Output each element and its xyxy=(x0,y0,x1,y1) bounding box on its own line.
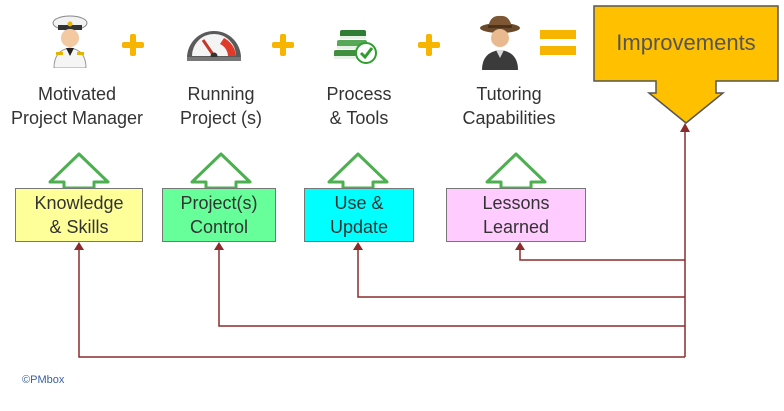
arrowhead-knowledge xyxy=(74,242,84,250)
copyright-text: ©PMbox xyxy=(22,374,65,386)
use-update-box: Use & Update xyxy=(304,188,414,242)
up-arrow-use-update xyxy=(327,152,389,190)
improvements-label: Improvements xyxy=(616,30,756,55)
up-arrow-lessons xyxy=(485,152,547,190)
lessons-learned-box: Lessons Learned xyxy=(446,188,586,242)
feedback-line-knowledge xyxy=(78,244,685,358)
up-arrow-project-control xyxy=(190,152,252,190)
improvements-callout-shape xyxy=(593,5,779,124)
books-check-icon xyxy=(332,20,378,66)
equals-icon xyxy=(540,30,576,56)
arrowhead-use-update xyxy=(353,242,363,250)
up-arrow-knowledge xyxy=(48,152,110,190)
tutoring-capabilities-label: Tutoring Capabilities xyxy=(462,84,556,128)
captain-icon xyxy=(50,14,90,69)
arrowhead-lessons xyxy=(515,242,525,250)
process-tools-label: Process & Tools xyxy=(326,84,392,128)
arrowhead-improvements xyxy=(680,123,690,132)
gauge-icon xyxy=(184,20,244,62)
feedback-line-project-control xyxy=(218,244,685,327)
knowledge-skills-box: Knowledge & Skills xyxy=(15,188,143,242)
tutor-hat-icon xyxy=(478,14,522,70)
motivated-project-manager-label: Motivated Project Manager xyxy=(10,84,144,128)
feedback-line-use-update xyxy=(357,244,685,298)
plus-icon xyxy=(418,34,440,56)
plus-icon xyxy=(122,34,144,56)
feedback-line-lessons xyxy=(519,244,685,261)
arrowhead-project-control xyxy=(214,242,224,250)
plus-icon xyxy=(272,34,294,56)
project-control-box: Project(s) Control xyxy=(162,188,276,242)
running-projects-label: Running Project (s) xyxy=(179,84,262,128)
